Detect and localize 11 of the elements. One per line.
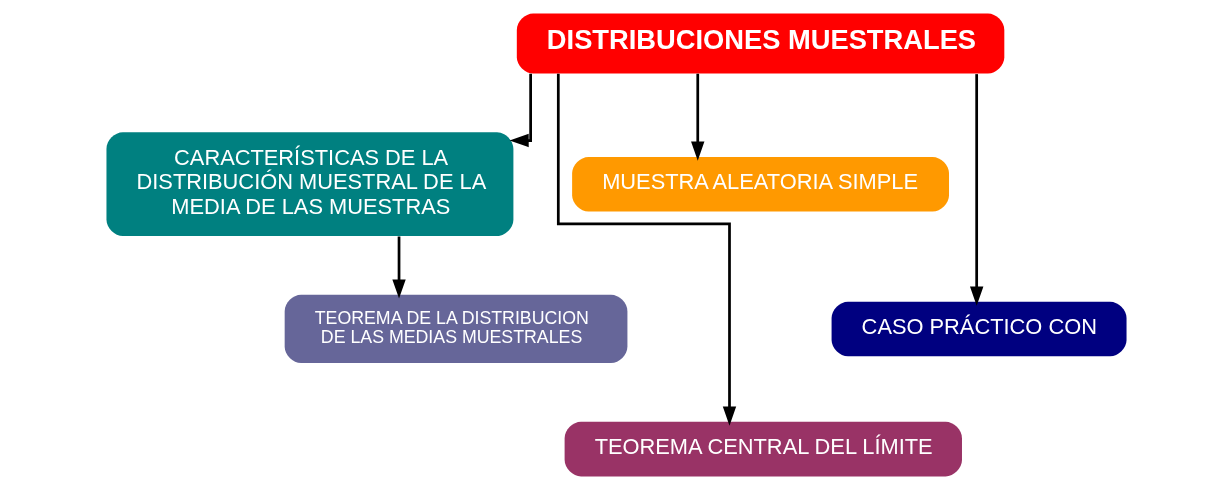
node-box: CARACTERÍSTICAS DE LA DISTRIBUCIÓN MUESTRAL DE LA MEDIA DE LAS MUESTRAS [105,132,513,237]
arrow [556,73,736,426]
node-box: MUESTRA ALEATORIA SIMPLE [571,156,949,212]
node-box: CASO PRÁCTICO CON [831,301,1127,357]
arrow [509,73,532,148]
node-box: DISTRIBUCIONES MUESTRALES [516,13,1004,74]
arrow [391,236,406,299]
node-box: TEOREMA DE LA DISTRIBUCION DE LAS MEDIAS MUESTRALES [284,294,627,364]
arrow [690,73,704,161]
node-box: TEOREMA CENTRAL DEL LÍMITE [564,421,962,477]
arrow [969,74,983,306]
